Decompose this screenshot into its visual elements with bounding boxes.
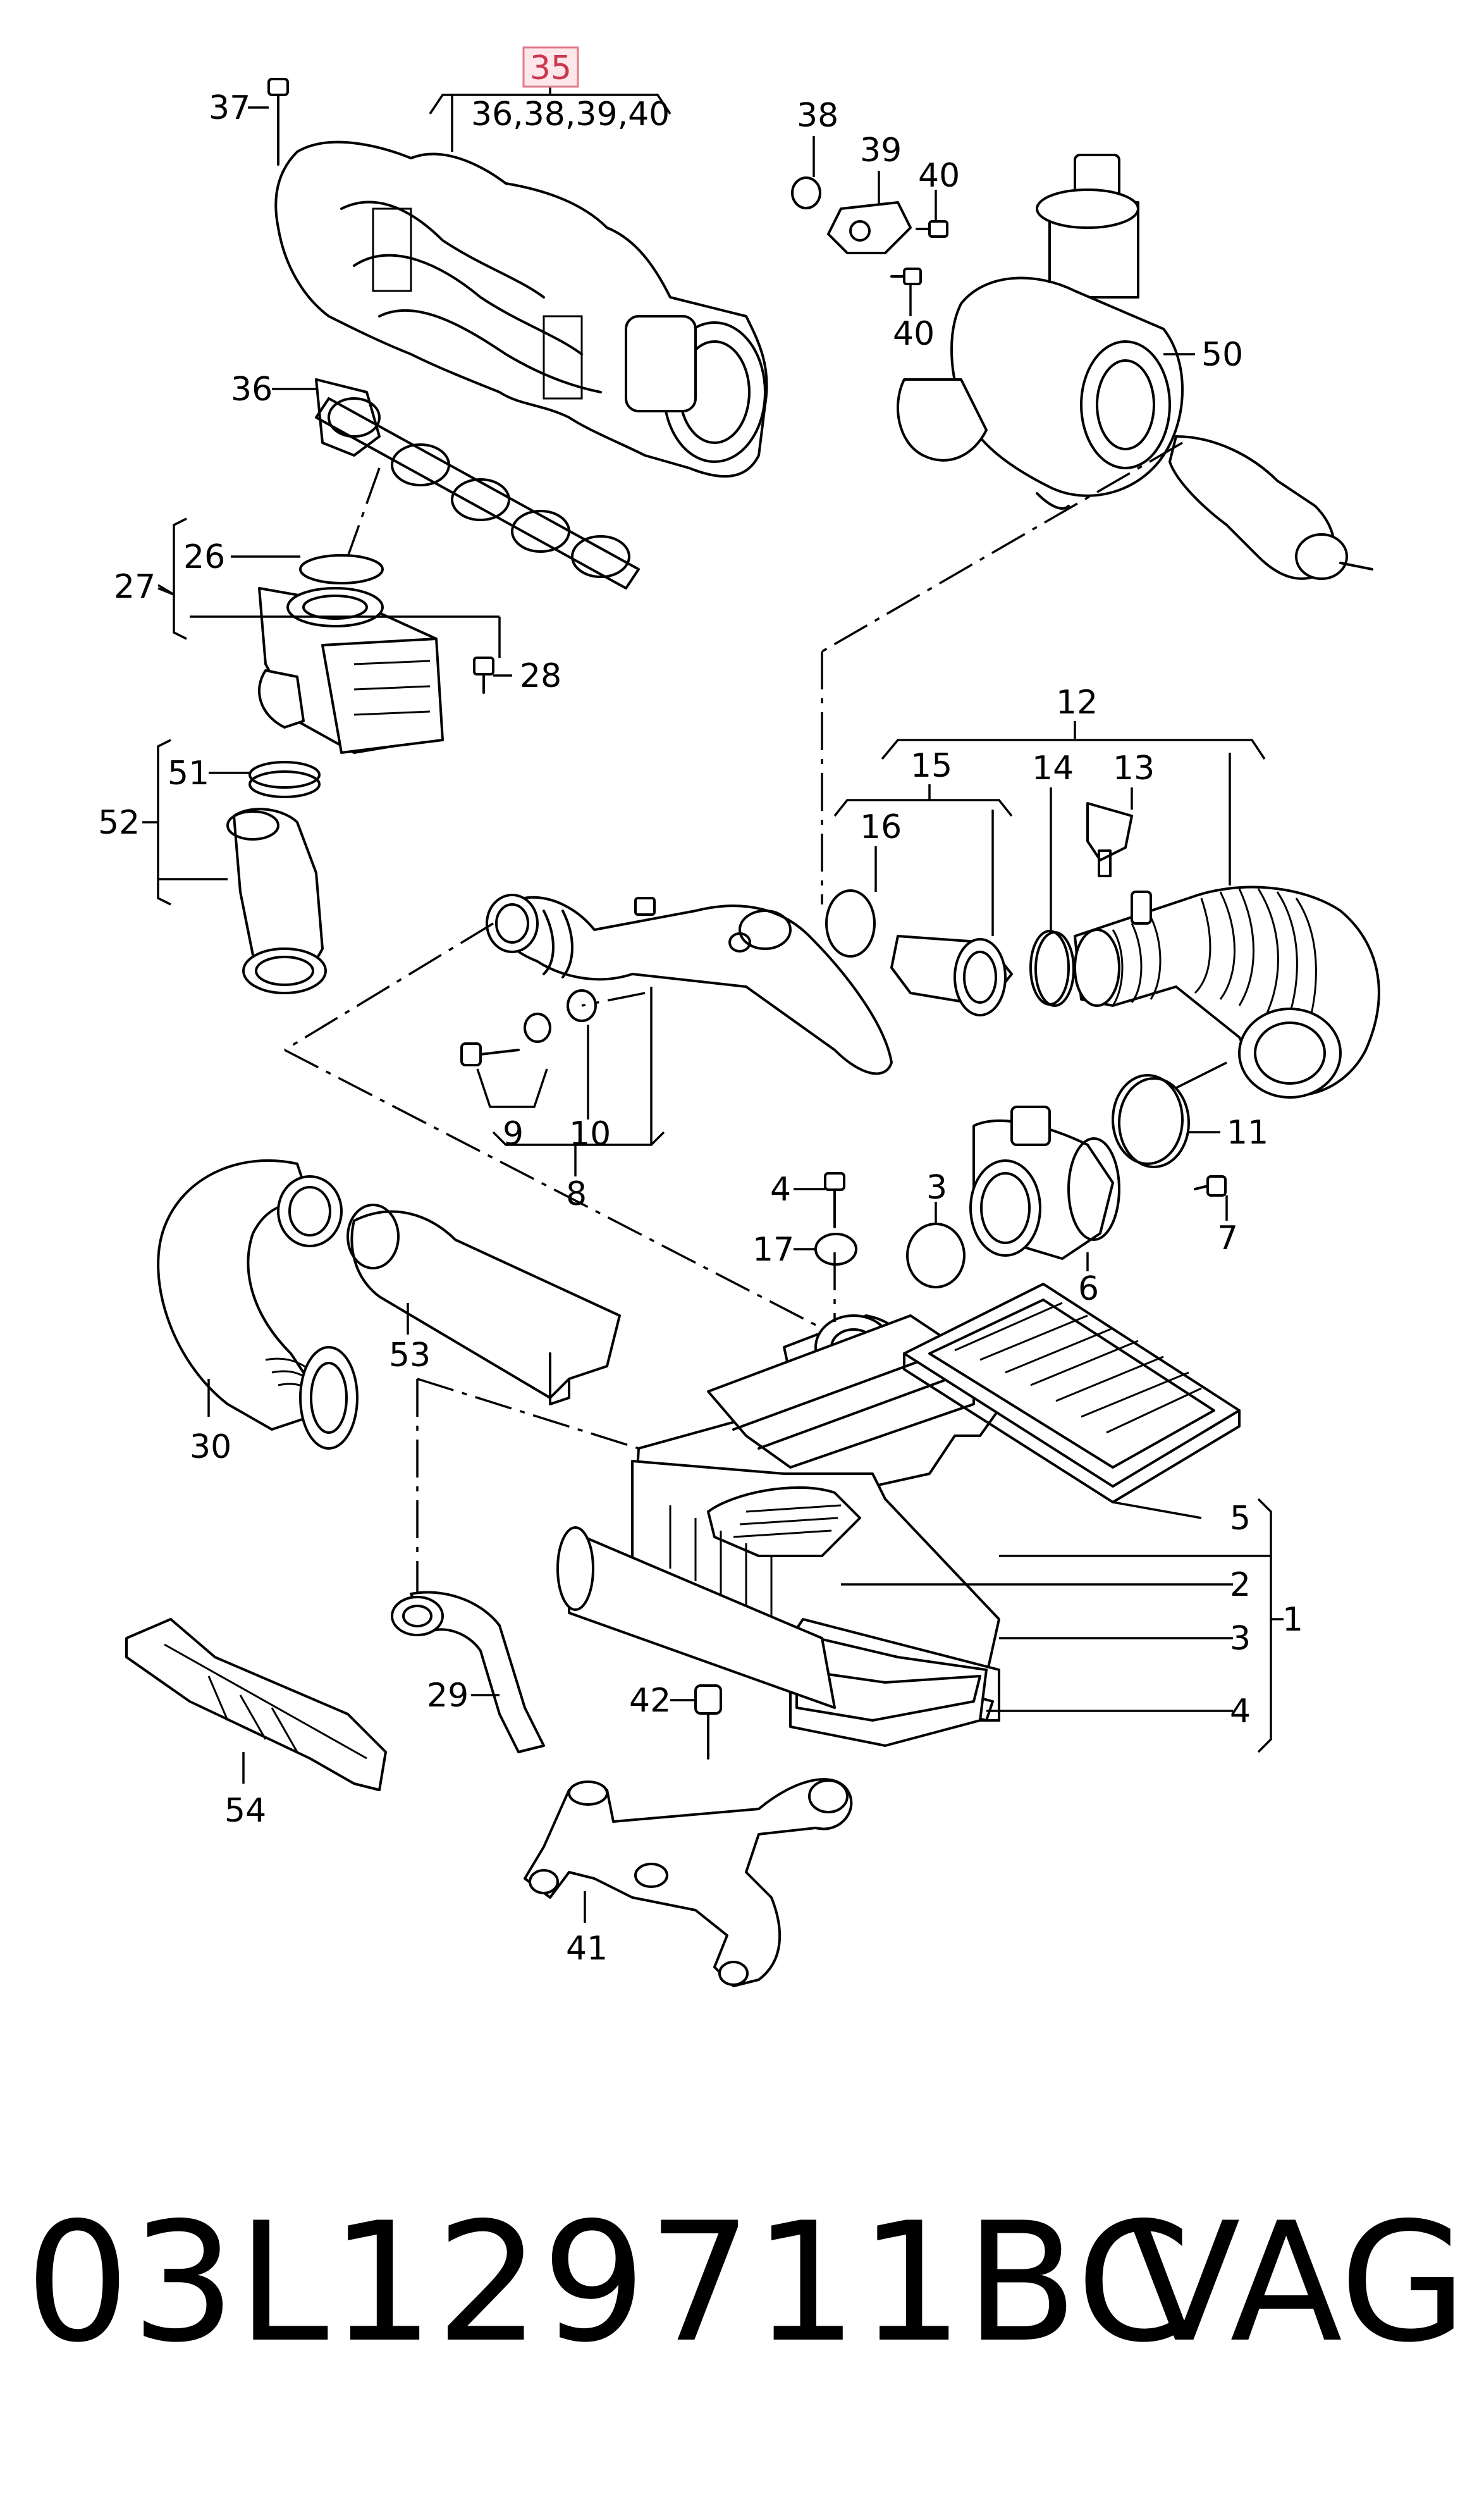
callout-2: 2 xyxy=(1230,1566,1251,1604)
brand-name: VAG xyxy=(1128,2188,1467,2379)
assembly-lines xyxy=(284,441,1183,1594)
callout-53: 53 xyxy=(389,1336,431,1374)
highlight-box xyxy=(522,46,579,88)
turbocharger xyxy=(897,154,1373,580)
callout-7: 7 xyxy=(1217,1219,1238,1257)
callout-26: 26 xyxy=(183,538,225,576)
callout-37: 37 xyxy=(209,89,250,127)
bolt-4-grommet-17 xyxy=(814,1172,857,1266)
callout-41: 41 xyxy=(566,1930,608,1968)
bracket-54 xyxy=(125,1618,387,1791)
fasteners-9-10 xyxy=(460,989,597,1066)
resonator-pipe xyxy=(486,894,893,1075)
callout-42: 42 xyxy=(629,1682,671,1720)
callout-9: 9 xyxy=(503,1115,524,1153)
callout-4a: 4 xyxy=(770,1171,791,1209)
air-guide-53 xyxy=(346,1204,621,1405)
clamp-11 xyxy=(1112,1074,1190,1168)
callout-3a: 3 xyxy=(926,1169,947,1207)
leader-lines xyxy=(142,76,1284,1923)
callout-39: 39 xyxy=(860,132,902,170)
callout-4b: 4 xyxy=(1230,1693,1251,1731)
o-ring-3 xyxy=(906,1223,966,1288)
footer: 03L129711BC VAG xyxy=(25,2195,1467,2372)
callout-15: 15 xyxy=(911,747,952,785)
air-mass-meter xyxy=(969,1106,1227,1260)
callout-5: 5 xyxy=(1230,1500,1251,1538)
breather-hose-29 xyxy=(391,1591,545,1753)
filter-element-5 xyxy=(903,1283,1241,1503)
callout-40b: 40 xyxy=(893,315,935,353)
callout-51: 51 xyxy=(168,755,209,793)
callout-13: 13 xyxy=(1113,750,1155,787)
callout-50: 50 xyxy=(1201,336,1243,374)
callout-27: 27 xyxy=(114,568,156,606)
intake-manifold xyxy=(274,140,768,478)
callout-28: 28 xyxy=(520,657,561,695)
callout-38: 38 xyxy=(797,97,838,135)
callout-36: 36 xyxy=(231,371,273,409)
callout-3b: 3 xyxy=(1230,1620,1251,1658)
intake-tube xyxy=(556,1526,836,1709)
callout-labels: 35 36,38,39,40 37 36 38 39 40 40 50 26 2… xyxy=(98,46,1303,1968)
callout-1: 1 xyxy=(1282,1601,1303,1639)
callout-29: 29 xyxy=(427,1677,469,1715)
air-duct-12 xyxy=(825,802,1380,1099)
bracket-41 xyxy=(524,1684,853,1987)
part-number: 03L129711BC xyxy=(25,2188,1193,2379)
turbo-fittings xyxy=(791,176,948,285)
egr-valve xyxy=(258,554,494,754)
callout-10: 10 xyxy=(569,1115,611,1153)
intake-hose-30 xyxy=(157,1159,359,1450)
callout-12: 12 xyxy=(1056,684,1098,722)
bolt-37 xyxy=(267,78,289,166)
callout-14: 14 xyxy=(1032,750,1074,787)
callout-30: 30 xyxy=(190,1428,231,1466)
callout-6: 6 xyxy=(1078,1270,1099,1308)
callout-54: 54 xyxy=(224,1792,266,1830)
manifold-gasket xyxy=(315,378,640,589)
hose-52 xyxy=(226,761,327,994)
callout-35: 35 xyxy=(530,49,572,87)
callout-16: 16 xyxy=(860,808,902,846)
callout-40a: 40 xyxy=(918,157,960,195)
callout-11: 11 xyxy=(1227,1114,1268,1152)
callout-52: 52 xyxy=(98,804,140,842)
callout-17: 17 xyxy=(752,1231,794,1269)
callout-8: 8 xyxy=(566,1175,587,1213)
callout-35-sub: 36,38,39,40 xyxy=(471,96,670,133)
